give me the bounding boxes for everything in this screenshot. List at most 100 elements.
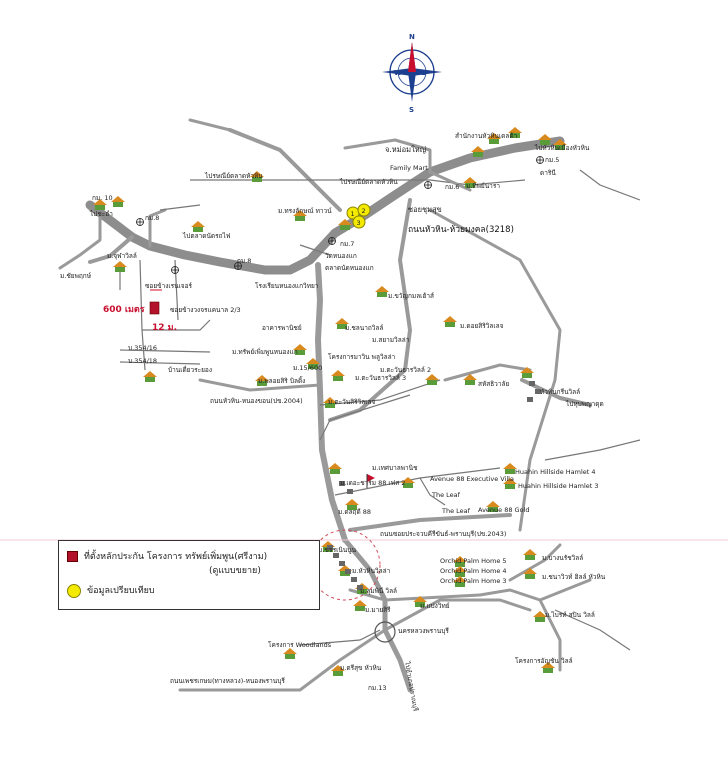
house-icon xyxy=(463,374,477,385)
house-icon xyxy=(323,397,337,408)
building-icon xyxy=(339,561,345,566)
pin-2-label: 2 xyxy=(362,207,366,215)
lbl-to-hin: ม.ชัยพฤกษ์ xyxy=(60,272,92,280)
lbl-km8: กม.8 xyxy=(145,214,159,222)
house-icon xyxy=(331,665,345,676)
legend-subject-row: ที่ตั้งหลักประกัน โครงการ ทรัพย์เพิ่มพูน… xyxy=(67,549,267,563)
house-icons xyxy=(93,127,567,676)
lbl-km7: กม.7 xyxy=(340,240,354,248)
lbl-wat-nongkae: วัดหนองแก xyxy=(325,252,357,260)
lbl-soi-chan2: ซอยข้างวงจรแคนาล 2/3 xyxy=(170,306,241,314)
lbl-small-hse: บ้านเดี่ยวระยอง xyxy=(168,365,212,374)
house-icon xyxy=(353,600,367,611)
building-icon xyxy=(327,545,333,550)
lbl-the-leaf2: The Leaf xyxy=(441,507,471,515)
house-icon xyxy=(331,370,345,381)
flag-icon xyxy=(366,474,375,488)
pin-1-label: 1 xyxy=(351,210,355,218)
subject-location-marker xyxy=(149,301,160,315)
house-icon xyxy=(293,344,307,355)
lbl-ks-new: โครงการมาวิน พลูวิลล่า xyxy=(328,353,396,361)
house-icon xyxy=(413,596,427,607)
house-icon xyxy=(283,648,297,659)
lbl-tea-house: อาคารพานิชย์ xyxy=(262,324,302,332)
lbl-kasem: ม.สยามวิลล่า xyxy=(372,336,410,344)
lbl-bottom-road: ถนนเพชรเกษม(ทางหลวง)-หนองพรานบุรี xyxy=(170,677,285,685)
house-icon xyxy=(486,501,500,512)
lbl-t-sm: ม.ลุมพินี วิลล์ xyxy=(360,587,397,595)
house-icon xyxy=(443,316,457,327)
lbl-km13: กม.13 xyxy=(368,684,387,692)
legend-subject-text: ที่ตั้งหลักประกัน โครงการ ทรัพย์เพิ่มพูน… xyxy=(84,552,268,562)
lbl-to-pranburi-bot: ไปอำเภอปราณบุรี xyxy=(403,660,420,712)
lbl-nuc-2: ม.ดลฤดี 88 xyxy=(338,508,371,516)
lbl-avenue-gold: Avenue 88 Gold xyxy=(478,506,530,514)
house-icon xyxy=(503,478,517,489)
comparable-circle-icon xyxy=(67,583,81,598)
lbl-to-pranburi-top: ไปหัวหินเมืองหัวหิน xyxy=(534,144,590,152)
house-icon xyxy=(553,139,567,150)
house-icon xyxy=(293,210,307,221)
building-icon xyxy=(345,569,351,574)
lbl-suan-mani: ม.ดอยสิริวิลเลจ xyxy=(460,322,504,330)
lbl-rich-land: ม.ขวัญกมลเฮ้าส์ xyxy=(388,292,434,300)
lbl-ctr-rd: ม.หัวหินวิลล่า xyxy=(352,567,391,575)
lbl-km6: กม.6 xyxy=(445,183,459,191)
lbl-to-cha-am: ไปชะอำ xyxy=(89,210,113,218)
lbl-km5: กม.5 xyxy=(545,156,559,164)
lbl-orchid-3: Orchid Palm Home 3 xyxy=(440,577,507,585)
lbl-avenue-exec: Avenue 88 Executive Villa xyxy=(430,475,514,483)
building-icon xyxy=(351,577,357,582)
house-icon xyxy=(523,568,537,579)
lbl-baan-ploy: ม.เดอะชาร์ม 88 เฟส 2 xyxy=(340,479,405,487)
lbl-hillside-3: Huahin Hillside Hamlet 3 xyxy=(518,482,599,490)
lbl-lamchan: ม.ทรัพย์เพิ่มพูนหนองแก xyxy=(232,347,298,356)
lbl-pranburi-park: นครหลวงพรานบุรี xyxy=(398,627,449,635)
lbl-baan-14: บ.354/16 xyxy=(128,344,157,352)
house-icon xyxy=(111,196,125,207)
lbl-manora: ม.15/600 xyxy=(293,364,322,372)
lbl-orchid-4: Orchid Palm Home 4 xyxy=(440,567,507,575)
house-icon xyxy=(520,367,534,378)
lbl-arunya: สำนักงานหัวหินเดลต้า xyxy=(455,132,518,140)
comparable-pin-2: 2 xyxy=(357,203,371,217)
house-icon xyxy=(191,221,205,232)
map-labels: จ.หม่อมใหญ่ Family Mart ไปรษณีย์ตลาดหัวห… xyxy=(60,132,606,712)
legend-comparable-row: ข้อมูลเปรียบเทียบ xyxy=(67,583,155,598)
lbl-to-nong-rd: ม.ทรงลักษณ์ ทาวน์ xyxy=(278,207,332,215)
lbl-nong-khon: ม.ขจรเนินนูน xyxy=(318,546,357,554)
lbl-soi-chan: ซอยข้างเรนเจอร์ xyxy=(145,282,192,290)
lbl-road-2043: ถนนซอยประจวบคีรีขันธ์-พรานบุรี(ปข.2043) xyxy=(380,530,506,538)
pin-3-label: 3 xyxy=(357,219,361,227)
house-icon xyxy=(338,219,352,230)
lbl-ban-suan: ม.ชนาวิวท์ ฮิลล์ หัวหิน xyxy=(542,573,606,581)
compass-s: S xyxy=(409,106,414,114)
lbl-dist-600: 600 เมตร xyxy=(103,305,145,315)
lbl-cluster-name: ดารินี xyxy=(540,169,556,177)
house-icon xyxy=(453,556,467,567)
house-icon xyxy=(487,133,501,144)
lbl-to-chonburi: โครงการอัญชัน วิลล์ xyxy=(515,657,573,665)
comparable-pin-3: 3 xyxy=(352,215,366,229)
lbl-the-leaf: The Leaf xyxy=(431,491,461,499)
house-icon xyxy=(508,127,522,138)
lbl-pran-rd: ถนนหัวหิน-หนองขอน(ปข.2004) xyxy=(210,397,303,405)
house-icon xyxy=(113,261,127,272)
lbl-blue: ม.มายสิรี xyxy=(365,606,391,614)
roundabout-icon xyxy=(374,621,396,643)
lbl-market: ตลาดนัดหนองแก xyxy=(325,264,374,272)
legend-subject-sub: (ดูแบบขยาย) xyxy=(209,566,261,576)
building-icon xyxy=(333,553,339,558)
house-icon xyxy=(503,463,517,474)
lbl-hospital: โรงเรียนหนองแกวิทยา xyxy=(255,282,319,290)
lbl-family-mart: Family Mart xyxy=(390,164,428,172)
compass-n: N xyxy=(409,33,415,41)
house-icon xyxy=(425,374,439,385)
lbl-bm-tuk: ม.จุฬาวิลล์ xyxy=(107,252,137,260)
lbl-soi-sukhumvit: ซอยชุมสุข xyxy=(408,205,442,214)
lbl-pet-villa: หัวหินกรีนวิลล์ xyxy=(540,388,580,396)
house-icon xyxy=(538,134,552,145)
house-icon xyxy=(306,358,320,369)
lbl-ban-tae: ม.บางนรัชวิลล์ xyxy=(542,554,583,562)
